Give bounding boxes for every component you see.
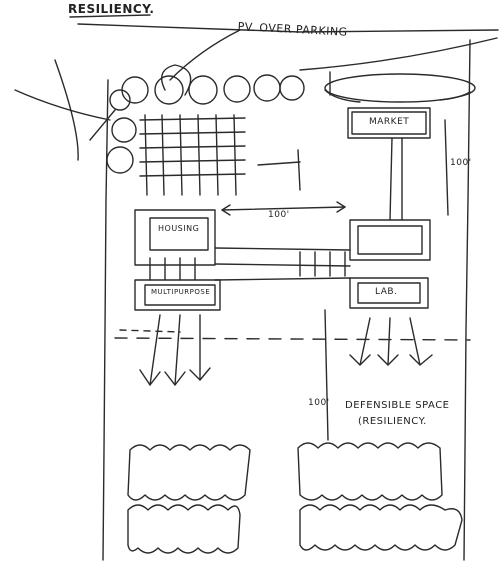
central-bar <box>214 247 351 281</box>
left-site-boundary <box>102 79 109 561</box>
housing-block <box>134 209 216 266</box>
market-label: MARKET <box>369 117 410 127</box>
leader-line-1 <box>14 89 111 121</box>
tree-mass <box>127 444 251 501</box>
lab-label: LAB. <box>375 287 398 297</box>
market-box <box>347 107 431 139</box>
tree-circle <box>154 75 184 105</box>
tree-mass <box>299 504 463 551</box>
tree-mass <box>127 504 241 554</box>
dim-bottom-line <box>324 309 329 441</box>
market-box-inner <box>351 111 427 135</box>
resiliency-note-label: (RESILIENCY. <box>358 416 427 427</box>
arrow-group-left <box>139 314 211 386</box>
right-upper-block <box>349 219 431 261</box>
tree-circle <box>109 89 131 111</box>
connector-hatch <box>149 257 196 281</box>
dim-top-line <box>221 206 346 211</box>
lab-block <box>349 277 429 309</box>
multipurpose-block <box>134 279 221 311</box>
right-upper-inner <box>357 225 423 255</box>
housing-label: HOUSING <box>158 224 200 233</box>
market-canopy <box>324 73 476 103</box>
top-right-arc <box>299 37 498 71</box>
dashed-road-line-2 <box>119 329 181 333</box>
housing-block-inner <box>149 217 209 251</box>
tree-circle <box>106 146 134 174</box>
dim-right-line <box>444 119 449 216</box>
market-canopy-under <box>324 89 471 103</box>
leader-line-3 <box>89 109 116 141</box>
tree-circle <box>223 75 251 103</box>
dim-top-label: 100' <box>268 210 290 220</box>
right-site-boundary <box>463 39 471 561</box>
tree-circle <box>111 117 137 143</box>
title-underline <box>69 14 151 18</box>
arrow-group-right <box>349 317 433 366</box>
dim-right-label: 100' <box>450 158 472 168</box>
tree-circle <box>253 74 281 102</box>
page-title: RESILIENCY. <box>68 2 155 16</box>
pv-leader <box>169 29 241 81</box>
tree-circle <box>188 75 218 105</box>
pv-grid <box>139 114 246 196</box>
tree-circle <box>121 76 149 104</box>
dim-top-arrow-right <box>336 201 346 213</box>
market-column <box>389 137 403 221</box>
multipurpose-inner <box>144 284 216 306</box>
dim-bottom-label: 100' <box>308 398 330 408</box>
leader-line-2 <box>54 59 79 161</box>
dim-top-arrow-left <box>221 204 231 216</box>
dashed-road-line <box>114 337 471 341</box>
multipurpose-label: MULTIPURPOSE <box>151 288 211 296</box>
central-hatch <box>299 251 346 277</box>
tree-row <box>106 74 305 174</box>
parking-mark <box>257 71 331 191</box>
tree-circle <box>279 75 305 101</box>
leader-loop <box>161 64 192 96</box>
tree-mass <box>297 442 443 501</box>
defensible-space-label: DEFENSIBLE SPACE <box>345 400 450 411</box>
top-site-line <box>77 23 499 33</box>
lab-inner <box>357 282 421 304</box>
